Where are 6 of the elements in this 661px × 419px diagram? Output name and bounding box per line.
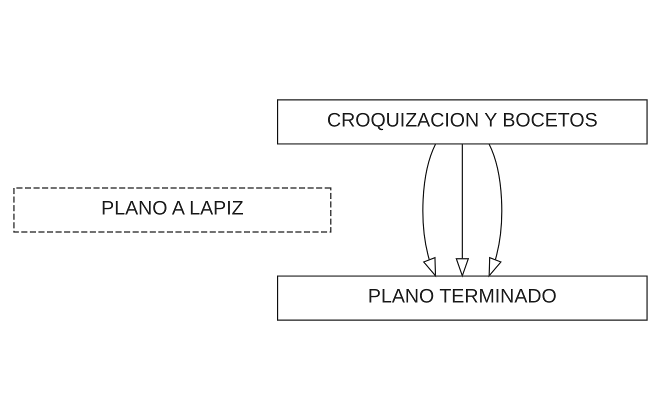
node-box: PLANO A LAPIZ xyxy=(13,186,332,232)
arrow xyxy=(455,144,470,278)
arrow xyxy=(488,143,502,278)
arrow xyxy=(422,143,436,278)
node-box: PLANO TERMINADO xyxy=(276,274,648,320)
node-box: CROQUIZACION Y BOCETOS xyxy=(276,98,648,144)
